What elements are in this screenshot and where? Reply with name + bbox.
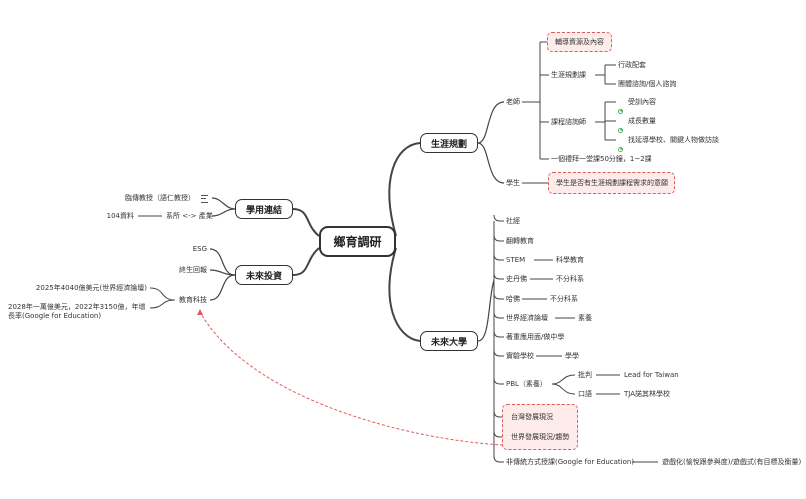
root-to-future-uni-connector [388,247,421,342]
nontraditional-label[interactable]: 非傳統方式授課(Google for Education) [506,458,635,466]
notes-icon [201,195,208,203]
academia-104-connector [211,208,236,217]
root-to-career-connector [388,142,421,237]
relation-connector [199,311,504,446]
highlight-resource [547,32,612,52]
uni-item-label[interactable]: 著重應用面/做中學 [506,333,565,341]
dept-industry-label[interactable]: 系所 <-> 產業 [166,212,213,220]
career-to-teacher-connector [477,101,505,144]
training-label[interactable]: 受訓內容 [628,98,656,106]
uni-item-label[interactable]: 實驗學校 [506,352,534,360]
career-class-label[interactable]: 生涯規劃課 [551,71,586,79]
uni-item-child-label[interactable]: 不分科系 [550,295,578,303]
teacher-label[interactable]: 老師 [506,98,520,106]
uni-item-child-label[interactable]: 素養 [578,314,592,322]
relation-arrow-icon [197,309,203,315]
group-consult-label[interactable]: 團體諮詢/個人諮詢 [618,80,677,88]
highlight-development [502,404,578,450]
uni-item-label[interactable]: 史丹佛 [506,275,527,283]
future-uni-branch [493,253,504,261]
academia-professor-connector [211,197,236,210]
edtech-2025-connector [149,287,176,301]
root-to-academia-connector [292,208,320,237]
future-uni-branch [493,214,504,222]
tja-label[interactable]: TJA諾其林學校 [624,390,671,398]
academia-topic[interactable]: 學用連結 [235,199,293,219]
edtech-2028-label[interactable]: 2028年一萬億美元，2022年3150億，年增長率(Google for Ed… [8,303,146,320]
uni-item-child-label[interactable]: 學學 [565,352,579,360]
lifetime-return-label[interactable]: 終生回報 [179,266,207,274]
oral-label[interactable]: 口語 [578,390,592,398]
future-uni-branch [493,234,504,242]
admin-support-label[interactable]: 行政配套 [618,61,646,69]
future-uni-branch [493,349,504,357]
interview-label[interactable]: 找延導學校、關鍵人物做訪談 [628,136,719,144]
future-uni-branch [493,377,504,385]
critical-label[interactable]: 批判 [578,371,592,379]
future-uni-connector [477,279,495,342]
future-uni-branch [493,410,504,418]
root-node[interactable]: 鄉育調研 [319,226,396,257]
future-uni-branch [493,272,504,280]
progress-icon [618,118,623,133]
career-topic[interactable]: 生涯規劃 [420,133,478,153]
growth-label[interactable]: 成長數量 [628,117,656,125]
pbl-label[interactable]: PBL（素養） [506,380,547,388]
taiwan-dev-label[interactable]: 台灣發展現況 [511,413,553,421]
uni-item-label[interactable]: STEM [506,256,526,264]
resource-label[interactable]: 輔導資源及內容 [555,38,604,46]
professor-label[interactable]: 臨傳教授（語仁教授） [125,194,195,202]
uni-item-label[interactable]: 世界經濟論壇 [506,314,548,322]
course-advisor-label[interactable]: 課程諮詢師 [551,118,586,126]
uni-item-label[interactable]: 社經 [506,217,520,225]
uni-item-child-label[interactable]: 科學教育 [556,256,584,264]
invest-esg-connector [209,248,236,276]
progress-icon [618,137,623,152]
future-uni-branch [493,430,504,438]
progress-icon [618,99,623,114]
pbl-oral-connector [551,383,576,395]
invest-lifetime-connector [209,269,236,276]
pbl-critical-connector [551,374,576,385]
edtech-label[interactable]: 教育科技 [179,296,207,304]
root-to-future-invest-connector [292,247,320,276]
student-note-label[interactable]: 學生是否有生涯規劃課程需求的意願 [556,179,668,187]
future-uni-topic[interactable]: 未來大學 [420,331,478,351]
edtech-2025-label[interactable]: 2025年4040億美元(世界經濟論壇) [35,284,147,292]
highlight-student-note [548,172,675,194]
future-uni-branch [493,330,504,338]
gamification-label[interactable]: 遊戲化(愉悅跟參與度)/遊戲式(有目標及衡量) [662,458,802,466]
student-label[interactable]: 學生 [506,179,520,187]
career-to-student-connector [477,142,505,184]
data-104-label[interactable]: 104資料 [106,212,134,220]
lead-for-taiwan-label[interactable]: Lead for Taiwan [624,371,679,379]
uni-item-label[interactable]: 哈佛 [506,295,520,303]
uni-item-child-label[interactable]: 不分科系 [556,275,584,283]
weekly-class-label[interactable]: 一個禮拜一堂課50分鐘，1~2課 [551,155,652,163]
esg-label[interactable]: ESG [192,245,207,253]
future-invest-topic[interactable]: 未來投資 [235,265,293,285]
uni-item-label[interactable]: 翻轉教育 [506,237,534,245]
world-dev-label[interactable]: 世界發展現況/趨勢 [511,433,570,441]
future-uni-branch [493,292,504,300]
invest-edtech-connector [209,274,236,301]
future-uni-branch [493,311,504,319]
future-uni-branch [493,455,504,463]
edtech-2028-connector [149,299,176,309]
